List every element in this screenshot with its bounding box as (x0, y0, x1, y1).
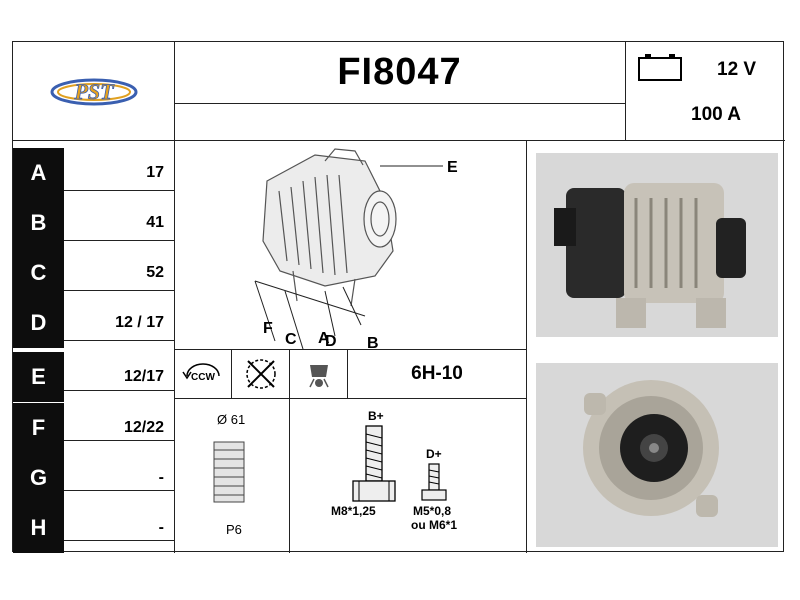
dimension-label-a: A (13, 148, 64, 198)
dimension-value-e: 12/17 (123, 368, 164, 385)
b-plus-terminal-icon (352, 425, 396, 502)
d-plus-terminal-icon (421, 463, 447, 501)
brand-logo: PST (13, 42, 174, 140)
no-external-fan-icon (245, 359, 276, 389)
voltage-value: 12 V (717, 59, 757, 80)
dimension-label-c: C (13, 248, 64, 298)
dimension-value-d: 12 / 17 (115, 314, 164, 331)
alternator-front-image (536, 363, 778, 547)
drawing-label-f: F (263, 320, 273, 337)
pulley-icon (213, 441, 245, 503)
dimension-value-f: 12/22 (123, 419, 164, 436)
b-plus-thread: M8*1,25 (331, 504, 376, 518)
drawing-label-a: A (318, 330, 330, 347)
battery-icon (638, 54, 682, 81)
d-plus-label: D+ (426, 447, 442, 461)
regulator-icon-cell (290, 350, 347, 398)
part-number: FI8047 (337, 51, 462, 93)
drawing-label-d: D (325, 333, 337, 349)
rotation-ccw-icon: CCW (182, 363, 220, 383)
b-plus-label: B+ (368, 409, 384, 423)
no-fan-cell (232, 350, 289, 398)
alternator-side-image (536, 153, 778, 337)
dimension-label-e: E (13, 352, 64, 402)
svg-text:CCW: CCW (191, 372, 215, 383)
alternator-side-photo (536, 153, 778, 337)
dimension-label-h: H (13, 503, 64, 553)
dimension-value-h: - (158, 519, 164, 536)
dimension-value-c: 52 (146, 264, 164, 281)
dimension-label-b: B (13, 198, 64, 248)
dimension-value-b: 41 (146, 214, 164, 231)
pulley-type: P6 (226, 522, 242, 537)
dimension-label-g: G (13, 453, 64, 503)
regulator-icon (308, 365, 329, 388)
alternator-front-photo (536, 363, 778, 547)
drawing-label-c: C (285, 331, 297, 348)
electrical-specs: 12 V 100 A (625, 42, 785, 140)
alternator-dimension-drawing: E C A B F D (254, 148, 458, 349)
amperage-value: 100 A (691, 104, 741, 125)
dimension-label-f: F (13, 403, 64, 453)
d-plus-thread-primary: M5*0,8 (413, 504, 452, 518)
pulley-diameter: Ø 61 (217, 412, 246, 427)
drawing-label-b: B (367, 335, 379, 349)
dimension-label-d: D (13, 298, 64, 348)
regulator-code: 6H-10 (411, 363, 463, 384)
brand-logo-icon: PST (50, 78, 137, 106)
dimension-value-a: 17 (146, 164, 164, 181)
d-plus-thread-alternate: ou M6*1 (411, 518, 458, 532)
dimension-value-g: - (158, 469, 164, 486)
svg-text:PST: PST (73, 79, 115, 104)
spec-sheet: PST FI8047 12 V 100 A A 17 B 41 C 52 D 1… (12, 41, 785, 553)
rotation-cell: CCW (175, 350, 231, 398)
drawing-label-e: E (447, 159, 458, 176)
